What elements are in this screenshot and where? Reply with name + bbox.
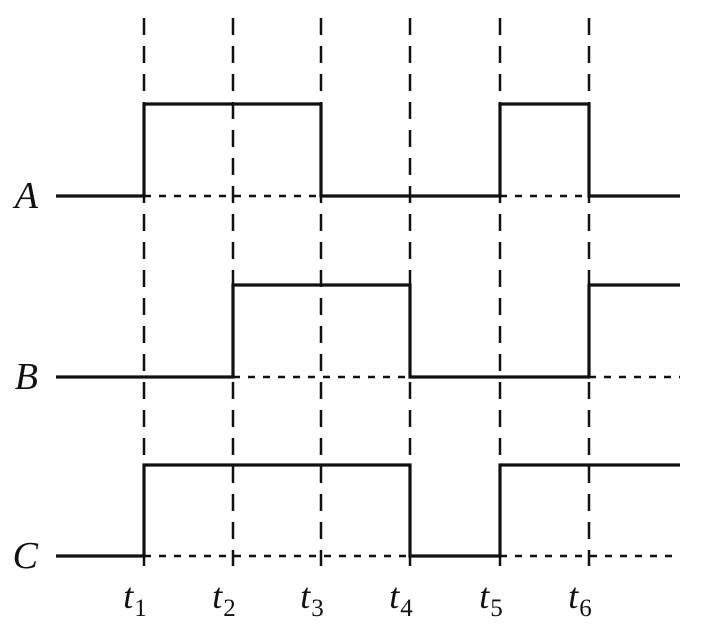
signal-waveforms	[56, 102, 680, 558]
signal-label-a: A	[12, 175, 39, 217]
time-label-subscript: 5	[490, 595, 503, 622]
signal-label-c: C	[13, 535, 39, 577]
time-label-t1: t1	[123, 576, 147, 622]
time-label-t3: t3	[300, 576, 324, 622]
time-label-t2: t2	[212, 576, 236, 622]
time-label-subscript: 4	[400, 595, 413, 622]
time-label-symbol: t	[212, 576, 223, 616]
time-guides	[142, 18, 591, 566]
time-label-symbol: t	[300, 576, 311, 616]
waveform-a	[56, 102, 680, 198]
time-label-symbol: t	[123, 576, 134, 616]
time-label-t6: t6	[568, 576, 592, 622]
time-label-symbol: t	[479, 576, 490, 616]
waveform-b	[56, 283, 680, 379]
time-label-symbol: t	[568, 576, 579, 616]
time-label-subscript: 1	[134, 595, 147, 622]
time-label-subscript: 3	[311, 595, 324, 622]
time-label-subscript: 6	[579, 595, 592, 622]
signal-label-b: B	[15, 356, 38, 398]
signal-labels: A B C	[12, 175, 39, 577]
time-label-symbol: t	[389, 576, 400, 616]
waveform-c	[56, 463, 680, 558]
time-label-t4: t4	[389, 576, 413, 622]
time-label-t5: t5	[479, 576, 503, 622]
time-label-subscript: 2	[223, 595, 236, 622]
